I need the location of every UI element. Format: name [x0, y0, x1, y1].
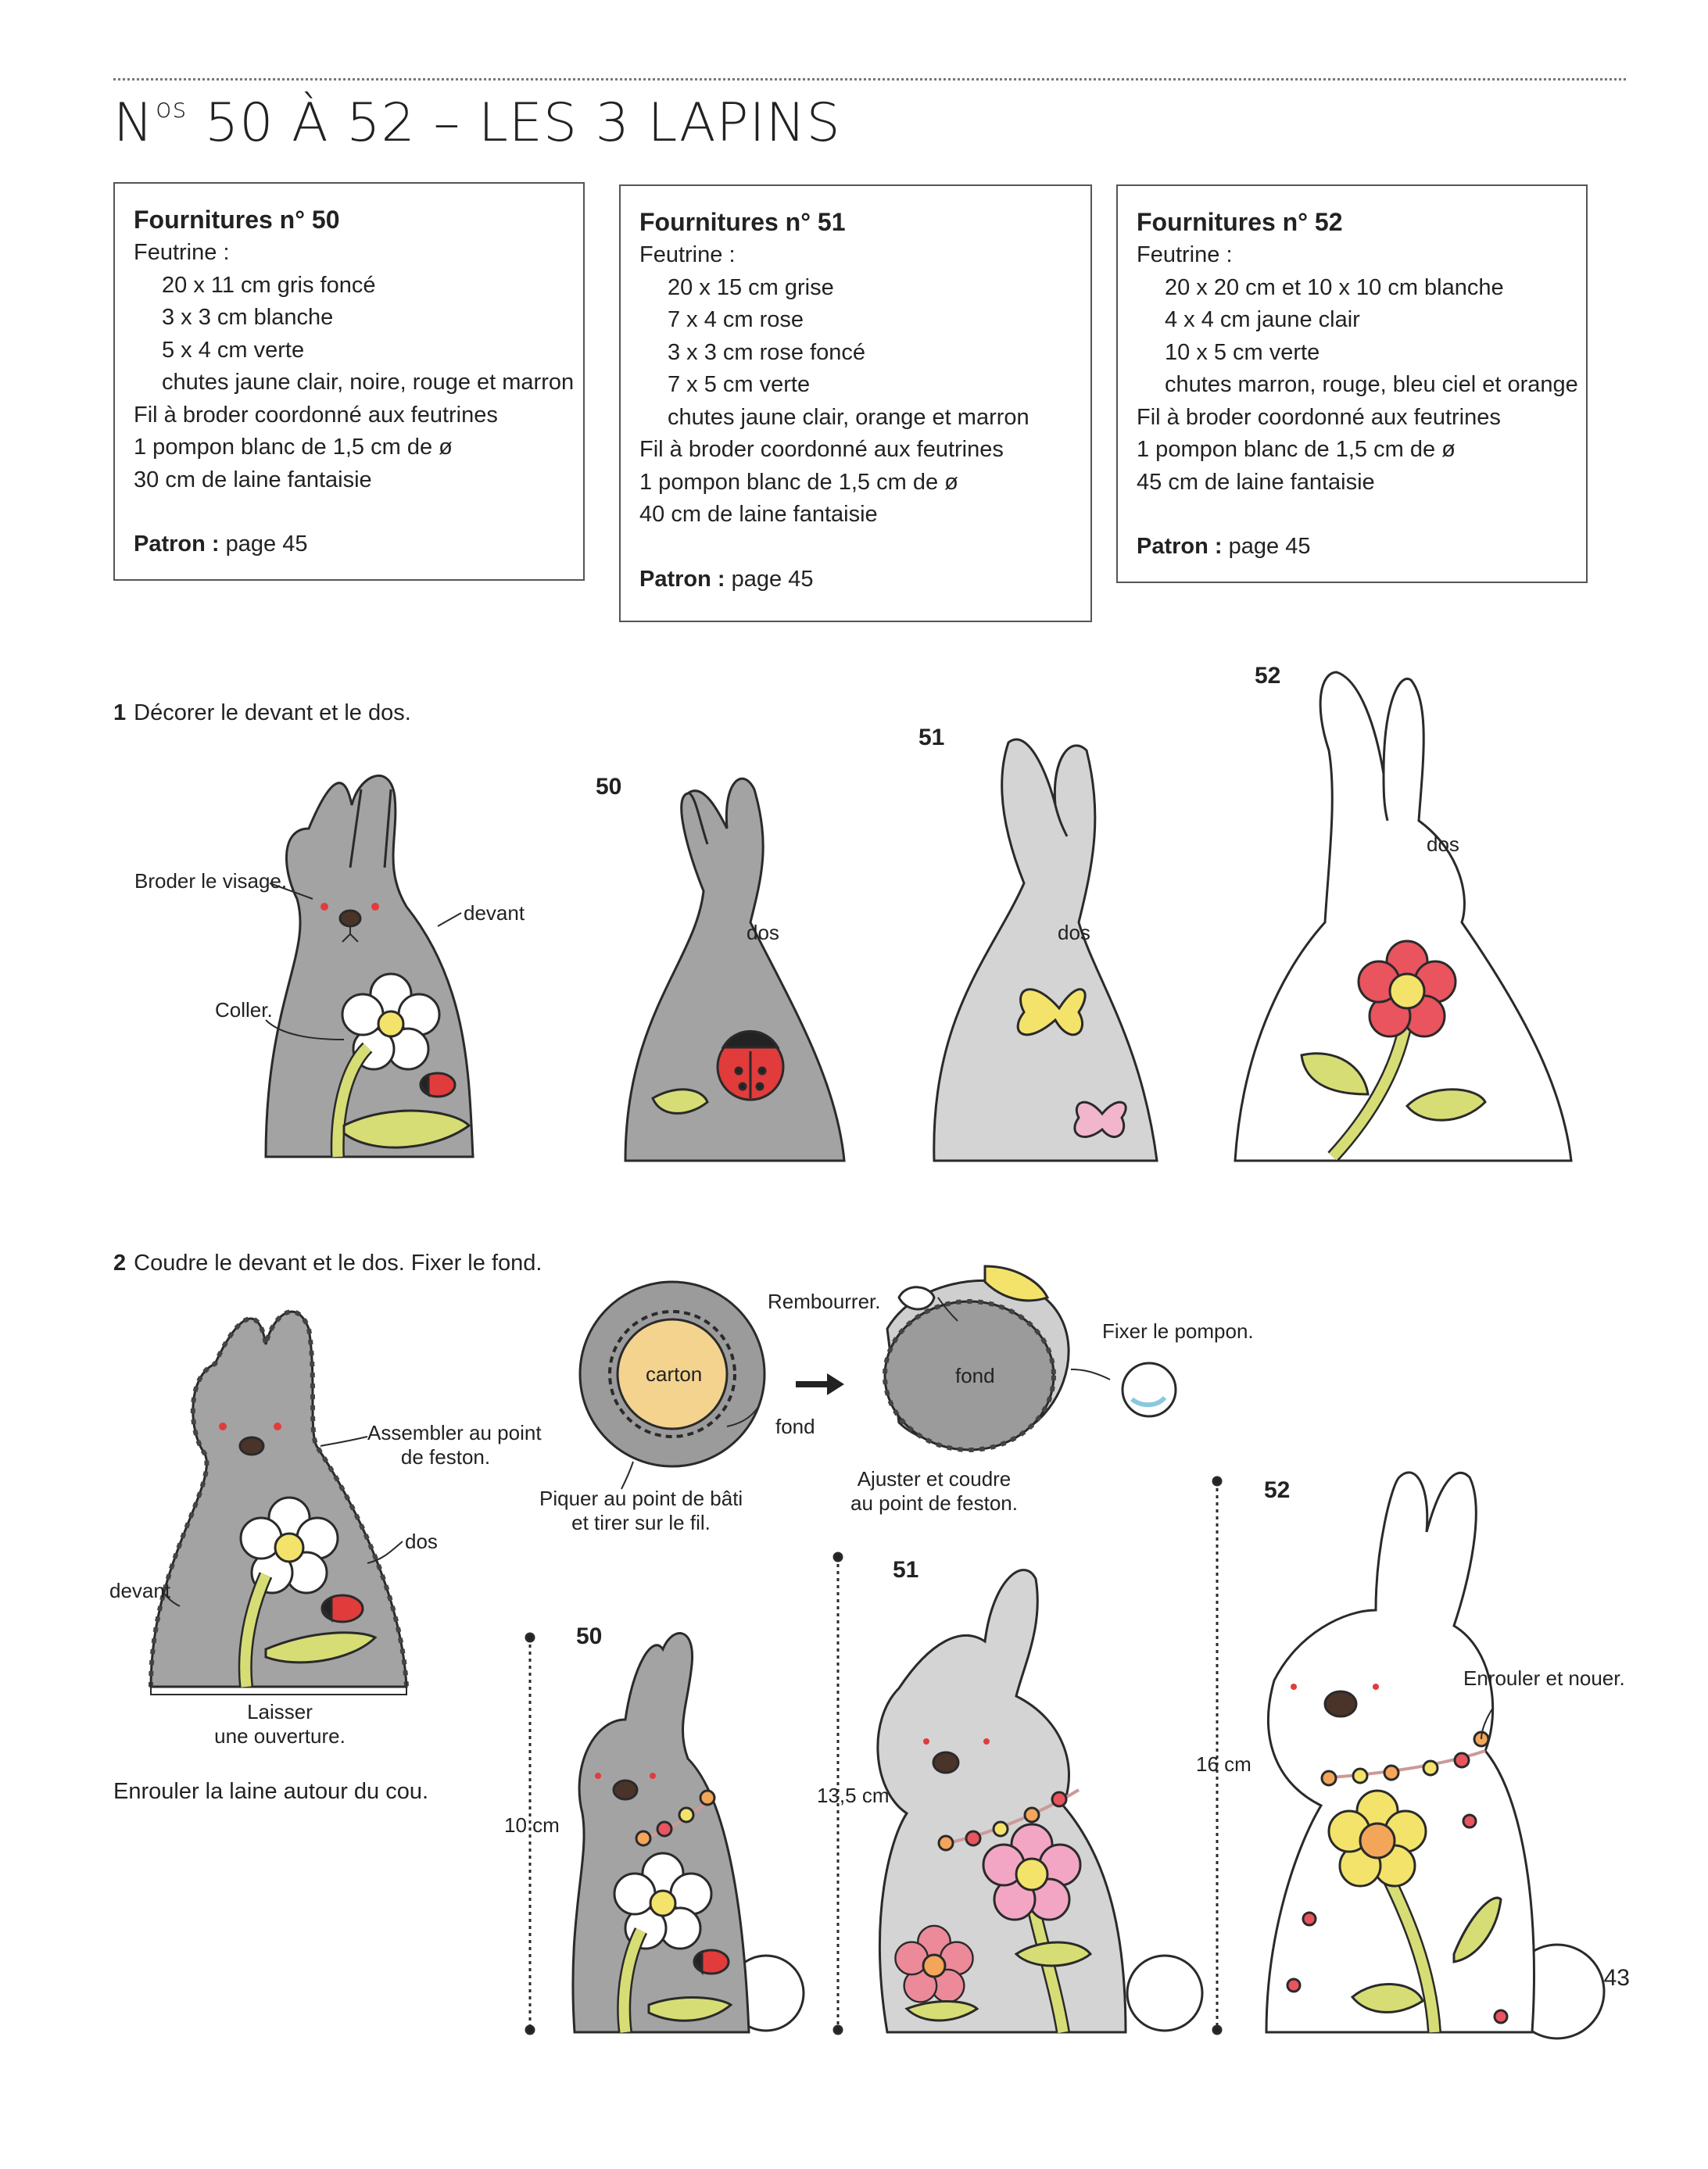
label-broder-visage: Broder le visage.	[134, 869, 288, 893]
carton-disc	[578, 1280, 766, 1490]
number-51: 51	[918, 725, 945, 750]
supplies-title: Fournitures n° 52	[1137, 208, 1343, 236]
label-dos-51: dos	[1058, 921, 1090, 944]
supplies-item: 3 x 3 cm rose foncé	[668, 339, 866, 365]
rabbit-final-50	[571, 1632, 805, 2034]
supplies-item: chutes marron, rouge, bleu ciel et orang…	[1165, 372, 1578, 397]
label-height-10: 10 cm	[504, 1813, 560, 1837]
rabbit-back-52	[1234, 671, 1573, 1162]
supplies-title: Fournitures n° 50	[134, 206, 340, 234]
supplies-pattern: Patron : page 45	[134, 532, 308, 557]
supplies-item: 20 x 15 cm grise	[668, 274, 834, 300]
page-title: Nos 50 À 52 – LES 3 LAPINS	[113, 92, 841, 154]
measure-bars	[525, 1476, 1223, 2035]
supplies-pattern: Patron : page 45	[639, 566, 814, 592]
supplies-extra: Fil à broder coordonné aux feutrines	[639, 437, 1004, 462]
leaf-icon	[1452, 1896, 1502, 1963]
leaf-icon	[904, 2000, 979, 2022]
leaf-icon	[1014, 1941, 1093, 1967]
label-fond-disc: fond	[775, 1415, 815, 1438]
supplies-title: Fournitures n° 51	[639, 208, 846, 236]
rabbit-front-50	[264, 774, 474, 1158]
necklace-icon	[635, 1830, 652, 1847]
arrow-right-icon	[796, 1373, 844, 1395]
supplies-extra: 30 cm de laine fantaisie	[134, 467, 372, 492]
leaf-icon	[1405, 1088, 1487, 1122]
supplies-material: Feutrine :	[1137, 242, 1233, 267]
number-52: 52	[1255, 663, 1281, 689]
number-52-final: 52	[1264, 1477, 1291, 1503]
number-50-final: 50	[576, 1623, 603, 1649]
header-dotted-rule	[113, 78, 1626, 81]
leaf-icon	[1300, 1052, 1370, 1096]
supplies-box-52: Fournitures n° 52 Feutrine : 20 x 20 cm …	[1116, 184, 1588, 583]
rabbit-back-51	[933, 738, 1158, 1162]
label-height-13-5: 13,5 cm	[817, 1784, 890, 1807]
supplies-box-51: Fournitures n° 51 Feutrine : 20 x 15 cm …	[619, 184, 1092, 622]
ladybug-icon	[693, 1949, 730, 1976]
leaf-icon	[651, 1088, 709, 1115]
butterfly-icon	[1016, 988, 1087, 1036]
label-dos-52: dos	[1427, 832, 1459, 856]
label-fond-base: fond	[955, 1364, 995, 1387]
label-carton: carton	[646, 1362, 703, 1386]
ladybug-icon	[320, 1594, 364, 1623]
leaf-icon	[1350, 1983, 1424, 2013]
supplies-extra: 1 pompon blanc de 1,5 cm de ø	[639, 469, 958, 495]
supplies-item: chutes jaune clair, noire, rouge et marr…	[162, 370, 575, 395]
leaf-icon	[264, 1631, 378, 1664]
butterfly-icon	[1073, 1101, 1127, 1138]
supplies-material: Feutrine :	[134, 240, 230, 265]
supplies-pattern: Patron : page 45	[1137, 534, 1311, 559]
final-instruction: Enrouler la laine autour du cou.	[113, 1779, 429, 1804]
rabbit-back-50	[624, 777, 846, 1162]
supplies-material: Feutrine :	[639, 242, 736, 267]
supplies-box-50: Fournitures n° 50 Feutrine : 20 x 11 cm …	[113, 182, 585, 581]
supplies-item: 7 x 4 cm rose	[668, 307, 804, 332]
supplies-extra: 45 cm de laine fantaisie	[1137, 469, 1375, 495]
rabbit-final-52	[1265, 1471, 1606, 2040]
page-number: 43	[1603, 1965, 1630, 1991]
supplies-extra: 1 pompon blanc de 1,5 cm de ø	[134, 435, 453, 460]
label-dos-step2: dos	[405, 1530, 438, 1553]
supplies-item: 3 x 3 cm blanche	[162, 305, 334, 330]
supplies-item: chutes jaune clair, orange et marron	[668, 404, 1029, 430]
label-coller: Coller.	[215, 998, 273, 1022]
supplies-item: 20 x 20 cm et 10 x 10 cm blanche	[1165, 274, 1504, 300]
label-height-16: 16 cm	[1196, 1752, 1251, 1776]
ladybug-icon	[716, 1029, 785, 1101]
label-rembourrer: Rembourrer.	[768, 1290, 881, 1313]
pompon-icon	[1121, 1362, 1177, 1418]
base-sewing	[883, 1265, 1177, 1452]
supplies-extra: 40 cm de laine fantaisie	[639, 502, 878, 527]
number-51-final: 51	[893, 1557, 919, 1583]
supplies-item: 4 x 4 cm jaune clair	[1165, 307, 1360, 332]
label-dos-50: dos	[747, 921, 779, 944]
supplies-item: 5 x 4 cm verte	[162, 337, 305, 363]
rabbit-sewn	[149, 1309, 409, 1688]
supplies-item: 20 x 11 cm gris foncé	[162, 272, 376, 298]
supplies-extra: 1 pompon blanc de 1,5 cm de ø	[1137, 437, 1456, 462]
supplies-item: 7 x 5 cm verte	[668, 372, 811, 397]
label-devant-step2: devant	[109, 1579, 171, 1602]
supplies-extra: Fil à broder coordonné aux feutrines	[1137, 404, 1501, 430]
label-enrouler-nouer: Enrouler et nouer.	[1463, 1666, 1625, 1690]
rabbit-final-51	[876, 1569, 1204, 2034]
ladybug-icon	[419, 1072, 457, 1098]
label-devant: devant	[464, 901, 525, 925]
supplies-item: 10 x 5 cm verte	[1165, 339, 1320, 365]
number-50: 50	[596, 774, 622, 800]
supplies-extra: Fil à broder coordonné aux feutrines	[134, 402, 498, 428]
leaf-icon	[647, 1996, 733, 2022]
leaf-icon	[342, 1109, 471, 1149]
pompon-icon	[1126, 1954, 1204, 2032]
label-fixer-pompon: Fixer le pompon.	[1102, 1319, 1254, 1343]
